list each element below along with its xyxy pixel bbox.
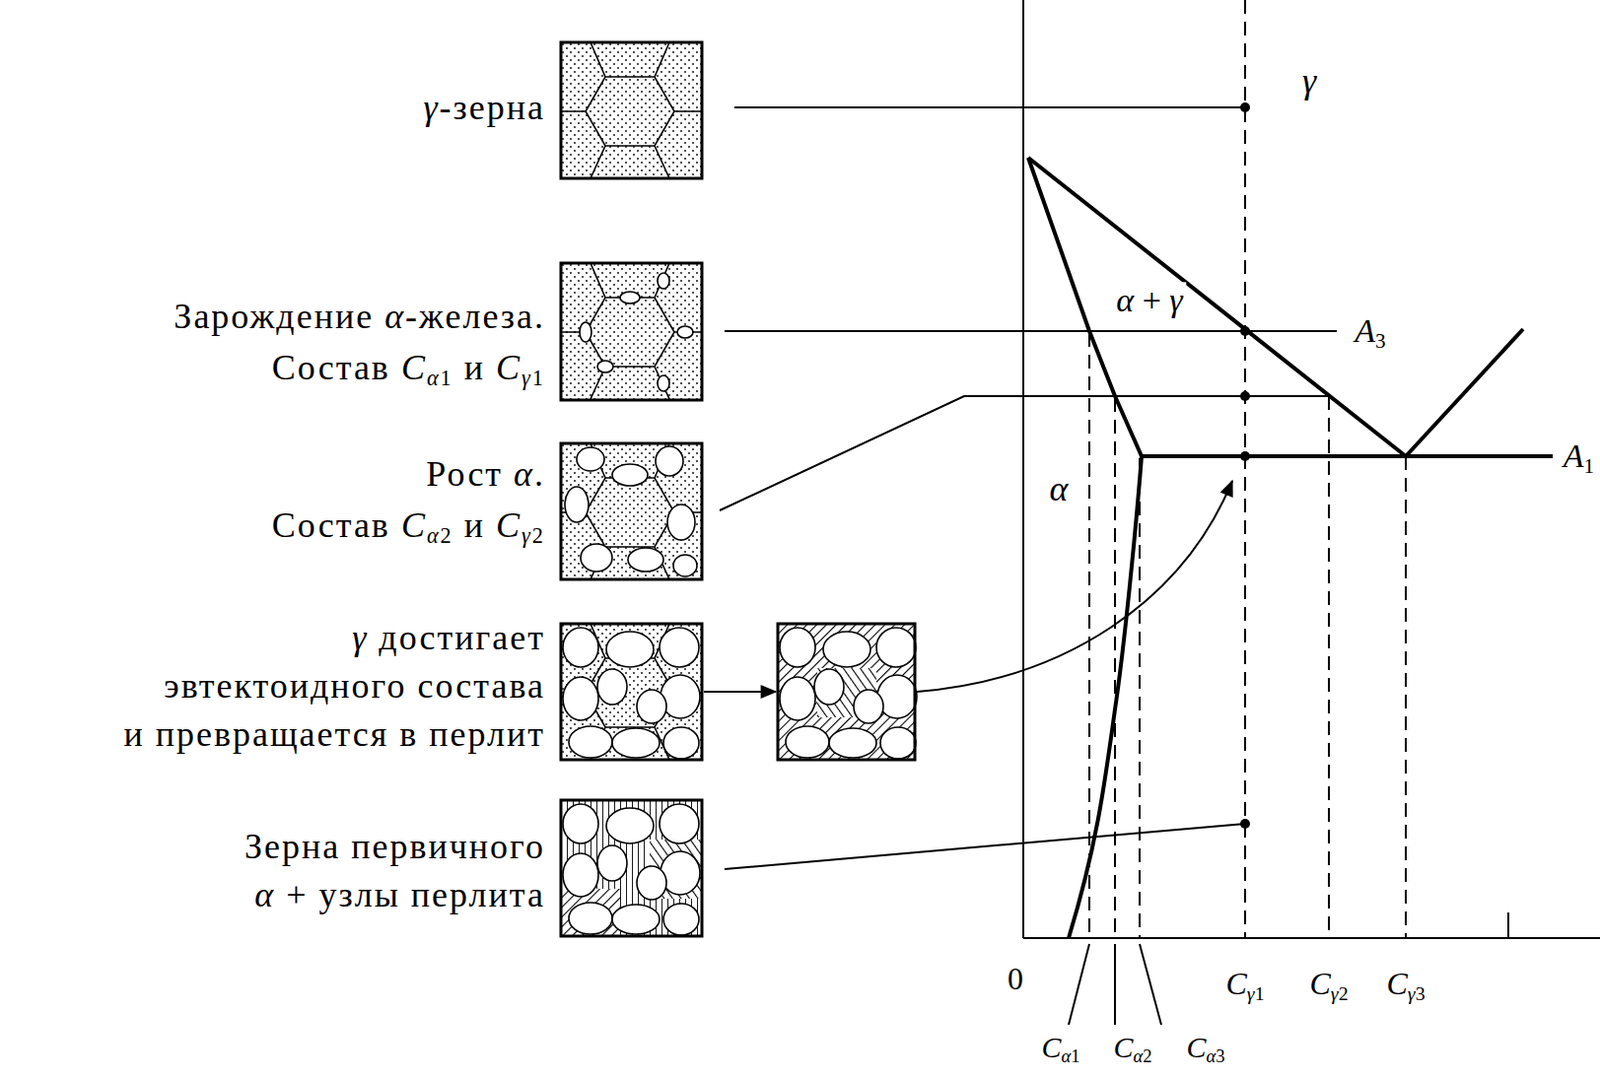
symbol-subscript: γ3: [1407, 982, 1426, 1005]
symbol-subscript: α1: [426, 365, 454, 391]
greek-symbol: γ: [351, 618, 368, 658]
transition-arrow: [703, 691, 776, 694]
text-line: Зарождение α-железа.: [173, 290, 546, 343]
symbol-letter: C: [1185, 1031, 1206, 1064]
greek-symbol: α: [426, 365, 441, 391]
text-line: Зерна первичного: [244, 823, 546, 872]
symbol-letter: C: [1386, 966, 1407, 1002]
symbol-subscript: γ2: [1330, 982, 1349, 1005]
symbol-letter: C: [495, 505, 522, 546]
greek-symbol: α: [254, 875, 276, 915]
composition-label: Cγ2: [1309, 967, 1348, 1002]
stage-label: Рост α. Состав Cα2 и Cγ2: [272, 448, 546, 552]
micro-alpha-nucleation: [560, 263, 702, 401]
composition-label: Cγ1: [1225, 967, 1264, 1002]
state-points: [1240, 102, 1251, 830]
leader-lines: [719, 107, 1337, 1026]
micro-eutectoid-gamma: [560, 624, 702, 761]
stage-label: Зерна первичного α + узлы перлита: [244, 823, 546, 920]
greek-symbol: γ: [1330, 982, 1339, 1005]
symbol-subscript: α2: [426, 523, 454, 549]
micro-alpha-growth: [560, 443, 702, 580]
greek-symbol: γ: [521, 365, 533, 391]
line-label: A3: [1354, 312, 1386, 349]
composition-dashes: [1089, 0, 1406, 939]
symbol-letter: C: [401, 347, 427, 388]
symbol-subscript: 1: [1583, 454, 1595, 479]
symbol-subscript: 3: [1375, 329, 1387, 353]
greek-symbol: γ: [521, 523, 533, 549]
phase-label: γ: [1302, 62, 1317, 102]
stage-label: γ достигает эвтектоидного состава и прев…: [123, 614, 546, 760]
symbol-letter: C: [495, 347, 522, 388]
symbol-letter: C: [1309, 966, 1330, 1002]
symbol-subscript: γ1: [521, 365, 546, 391]
text-line: Рост α.: [272, 448, 546, 500]
text-line: и превращается в перлит: [123, 710, 546, 760]
symbol-letter: A: [1354, 312, 1376, 349]
symbol-letter: A: [1563, 437, 1585, 475]
stage-label: Зарождение α-железа. Состав Cα1 и Cγ1: [173, 290, 546, 394]
micro-gamma-grains: [560, 42, 702, 179]
phase-label: α + γ: [1112, 281, 1186, 319]
greek-symbol: α: [513, 454, 535, 494]
greek-symbol: γ: [1302, 61, 1317, 101]
greek-symbol: γ: [1407, 982, 1416, 1005]
phase-boundaries: [1028, 157, 1553, 939]
text-line: γ-зерна: [422, 82, 546, 133]
composition-label: Cα2: [1113, 1031, 1152, 1064]
symbol-subscript: γ2: [521, 523, 546, 549]
greek-symbol: α: [1060, 1045, 1071, 1067]
greek-symbol: α: [1132, 1045, 1143, 1067]
composition-label: Cα3: [1185, 1031, 1225, 1064]
greek-symbol: γ: [1247, 982, 1255, 1005]
composition-label: Cγ3: [1386, 967, 1425, 1002]
greek-symbol: γ: [1169, 281, 1183, 319]
axis-origin: 0: [1007, 962, 1024, 997]
greek-symbol: α: [426, 523, 441, 549]
greek-symbol: α: [1205, 1045, 1216, 1067]
symbol-letter: C: [401, 505, 427, 546]
greek-symbol: α: [1115, 281, 1134, 319]
text-line: Состав Cα2 и Cγ2: [272, 499, 546, 552]
symbol-subscript: α2: [1132, 1045, 1152, 1067]
text-line: Состав Cα1 и Cγ1: [173, 342, 546, 394]
symbol-letter: C: [1113, 1031, 1133, 1064]
symbol-subscript: α3: [1205, 1045, 1225, 1067]
curved-arrow: [916, 481, 1233, 693]
text-line: эвтектоидного состава: [123, 662, 546, 711]
micro-pearlite-forming: [777, 624, 917, 761]
greek-symbol: γ: [422, 87, 439, 128]
symbol-letter: C: [1041, 1031, 1061, 1064]
symbol-subscript: γ1: [1247, 982, 1265, 1005]
symbol-letter: C: [1225, 966, 1247, 1002]
line-label: A1: [1563, 437, 1595, 475]
micro-final-structure: [560, 800, 702, 937]
greek-symbol: α: [1049, 469, 1069, 509]
text-line: α + узлы перлита: [244, 871, 546, 920]
stage-label: γ-зерна: [422, 82, 546, 133]
phase-label: α: [1049, 470, 1069, 510]
symbol-subscript: α1: [1060, 1045, 1080, 1067]
axes: [1023, 0, 1600, 939]
greek-symbol: α: [384, 296, 406, 337]
composition-label: Cα1: [1041, 1031, 1080, 1064]
text-line: γ достигает: [123, 614, 546, 663]
